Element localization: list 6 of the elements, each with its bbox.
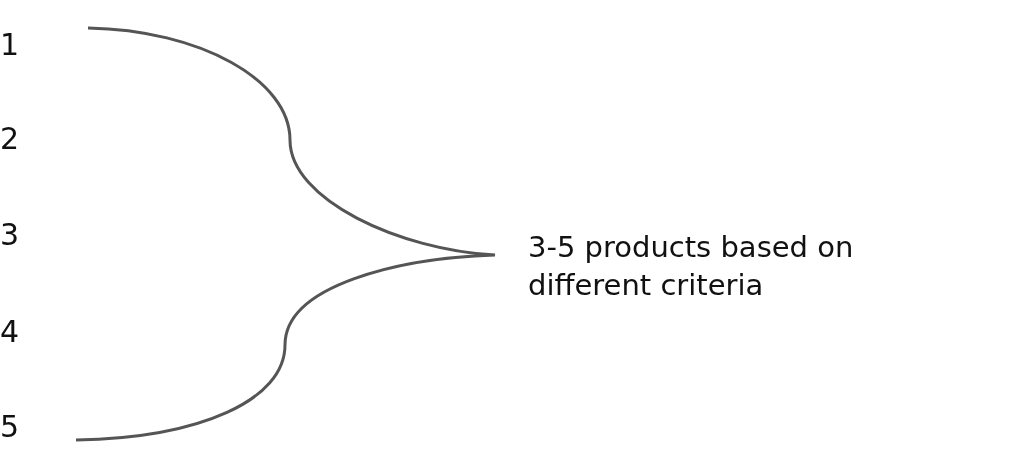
list-number: 4 bbox=[0, 315, 20, 349]
list-number: 3 bbox=[0, 218, 20, 252]
list-number: 2 bbox=[0, 122, 20, 156]
list-number: 5 bbox=[0, 410, 20, 444]
note-text: 3-5 products based on different criteria bbox=[528, 229, 855, 304]
list-number: 1 bbox=[0, 28, 20, 62]
